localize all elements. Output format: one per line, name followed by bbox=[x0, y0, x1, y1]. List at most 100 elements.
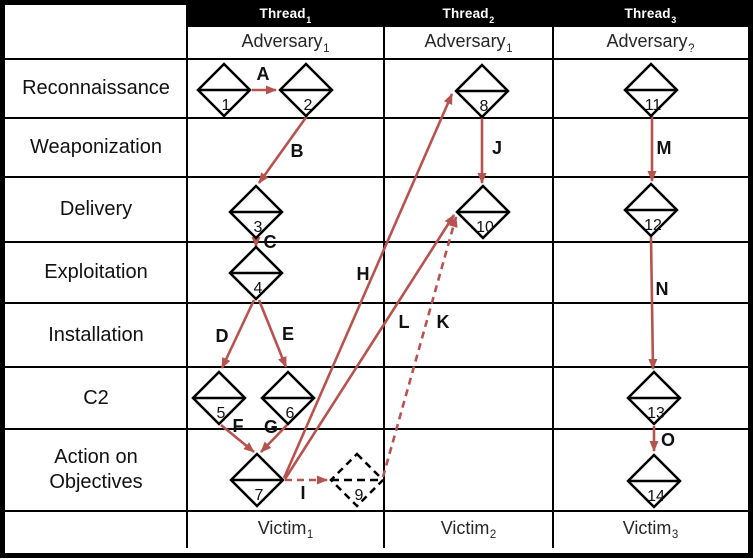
edge-B-label: B bbox=[291, 141, 304, 161]
edge-F-arrow bbox=[220, 423, 255, 454]
node-number: 2 bbox=[304, 97, 313, 114]
edge-J-label: J bbox=[492, 138, 502, 158]
edge-H-label: H bbox=[357, 264, 370, 284]
node-number: 10 bbox=[476, 219, 494, 236]
node-number: 12 bbox=[644, 217, 662, 234]
edge-H-arrow bbox=[282, 93, 454, 479]
attack-arrows bbox=[220, 85, 659, 485]
phase-label-weaponization: Weaponization bbox=[30, 136, 162, 158]
victim-1-subscript: 1 bbox=[306, 529, 314, 541]
node-number: 3 bbox=[254, 219, 263, 236]
diamond-shape bbox=[228, 245, 284, 301]
diamond-shape bbox=[623, 62, 679, 118]
node-number: 11 bbox=[645, 97, 662, 114]
phase-label-installation: Installation bbox=[48, 323, 144, 346]
node-number: 4 bbox=[254, 280, 263, 297]
adversary-2-label: Adversary bbox=[424, 31, 506, 52]
adversary-3-label: Adversary bbox=[606, 31, 688, 52]
node-9: 9 bbox=[329, 452, 385, 508]
node-8: 8 bbox=[454, 63, 510, 119]
thread-3-subscript: 3 bbox=[671, 14, 677, 25]
adversary-3-cell: Adversary? bbox=[553, 27, 748, 59]
diamond-shape bbox=[228, 184, 284, 240]
edge-G-label: G bbox=[264, 417, 278, 437]
node-13: 13 bbox=[626, 370, 682, 426]
victim-3-subscript: 3 bbox=[671, 529, 679, 541]
adversary-2-subscript: 1 bbox=[506, 42, 513, 55]
edge-M-label: M bbox=[657, 138, 672, 158]
node-4: 4 bbox=[228, 245, 284, 301]
thread-1-header: Thread1 bbox=[187, 4, 384, 27]
edge-A-label: A bbox=[257, 64, 270, 84]
thread-2-header: Thread2 bbox=[384, 4, 553, 27]
diamond-shape bbox=[229, 452, 285, 508]
node-12: 12 bbox=[623, 182, 679, 238]
edge-N-arrow bbox=[648, 236, 658, 370]
edge-L-arrow bbox=[283, 214, 456, 480]
thread-2-label: Thread bbox=[442, 6, 489, 22]
adversary-1-cell: Adversary1 bbox=[187, 27, 384, 59]
node-10: 10 bbox=[455, 184, 511, 240]
node-number: 7 bbox=[255, 487, 264, 504]
diamond-shape bbox=[196, 62, 252, 118]
node-11: 11 bbox=[623, 62, 679, 118]
edge-K-arrow bbox=[381, 216, 458, 478]
edge-I-label: I bbox=[300, 483, 305, 503]
node-3: 3 bbox=[228, 184, 284, 240]
adversary-1-subscript: 1 bbox=[323, 42, 330, 55]
phase-label-reconnaissance: Reconnaissance bbox=[22, 77, 170, 99]
victim-2-label: Victim bbox=[440, 517, 490, 538]
edge-B-arrow bbox=[257, 115, 309, 184]
victim-2-subscript: 2 bbox=[489, 529, 497, 541]
victim-1-cell: Victim1 bbox=[187, 511, 384, 548]
diamond-shape bbox=[278, 62, 334, 118]
victim-3-label: Victim bbox=[622, 517, 672, 538]
edge-G-arrow bbox=[260, 424, 288, 453]
adversary-2-cell: Adversary1 bbox=[384, 27, 553, 59]
phase-label-exploitation: Exploitation bbox=[44, 261, 148, 283]
adversary-3-subscript: ? bbox=[688, 42, 695, 55]
edge-O-label: O bbox=[661, 430, 675, 450]
node-number: 1 bbox=[222, 97, 231, 114]
edge-D-arrow bbox=[220, 299, 256, 369]
node-number: 13 bbox=[647, 405, 665, 422]
victim-3-cell: Victim3 bbox=[553, 511, 748, 548]
thread-1-label: Thread bbox=[259, 6, 306, 22]
node-number: 8 bbox=[480, 98, 489, 115]
diamond-shape bbox=[455, 184, 511, 240]
edge-F-label: F bbox=[233, 416, 244, 436]
phase-label-delivery: Delivery bbox=[59, 198, 133, 220]
edge-L-label: L bbox=[399, 312, 410, 332]
diamond-shape bbox=[454, 63, 510, 119]
edge-D-label: D bbox=[216, 326, 229, 346]
node-1: 1 bbox=[196, 62, 252, 118]
thread-1-subscript: 1 bbox=[306, 14, 312, 25]
thread-3-label: Thread bbox=[624, 6, 671, 22]
phase-label-c2: C2 bbox=[83, 386, 109, 409]
thread-3-header: Thread3 bbox=[553, 4, 748, 27]
phase-label-action-on-objectives: Action on Objectives bbox=[49, 446, 143, 493]
diamond-shape bbox=[626, 453, 682, 509]
victim-2-cell: Victim2 bbox=[384, 511, 553, 548]
victim-1-label: Victim bbox=[257, 517, 307, 538]
edge-E-arrow bbox=[257, 299, 288, 368]
diamond-shape bbox=[626, 370, 682, 426]
diamond-shape bbox=[260, 370, 316, 426]
thread-2-subscript: 2 bbox=[489, 14, 495, 25]
node-2: 2 bbox=[278, 62, 334, 118]
node-7: 7 bbox=[229, 452, 285, 508]
node-5: 5 bbox=[191, 370, 247, 426]
edge-K-label: K bbox=[437, 312, 450, 332]
node-14: 14 bbox=[626, 453, 682, 509]
node-number: 6 bbox=[286, 405, 295, 422]
node-number: 9 bbox=[355, 487, 364, 504]
adversary-1-label: Adversary bbox=[241, 31, 323, 52]
node-number: 14 bbox=[647, 488, 665, 505]
node-number: 5 bbox=[217, 405, 226, 422]
node-6: 6 bbox=[260, 370, 316, 426]
diamond-shape bbox=[191, 370, 247, 426]
edge-E-label: E bbox=[282, 324, 294, 344]
